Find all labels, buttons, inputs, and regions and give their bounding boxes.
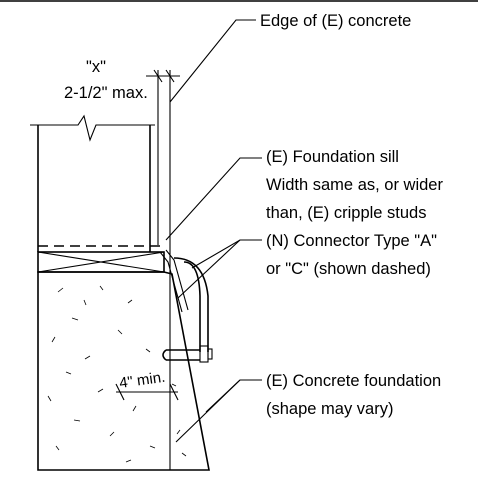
label-connector-line1: (N) Connector Type "A" [266, 232, 437, 250]
label-edge-of-concrete: Edge of (E) concrete [260, 12, 411, 30]
label-sill-line2: Width same as, or wider [266, 176, 443, 194]
foundation-sill [37, 245, 165, 273]
label-dim-x: "x" [86, 58, 106, 76]
label-foundation-line1: (E) Concrete foundation [266, 372, 441, 390]
label-foundation-line2: (shape may vary) [266, 400, 393, 418]
label-sill-line3: than, (E) cripple studs [266, 204, 427, 222]
dimension-x [146, 69, 180, 83]
concrete-texture [47, 285, 187, 463]
dimension-4-min [115, 383, 179, 401]
cripple-wall [30, 114, 155, 252]
label-connector-line2: or "C" (shown dashed) [266, 260, 431, 278]
label-sill-line1: (E) Foundation sill [266, 148, 399, 166]
label-4-min: 4" min. [118, 369, 166, 392]
concrete-foundation [37, 271, 210, 471]
label-dim-max: 2-1/2" max. [64, 84, 148, 102]
leader-lines [165, 19, 262, 443]
